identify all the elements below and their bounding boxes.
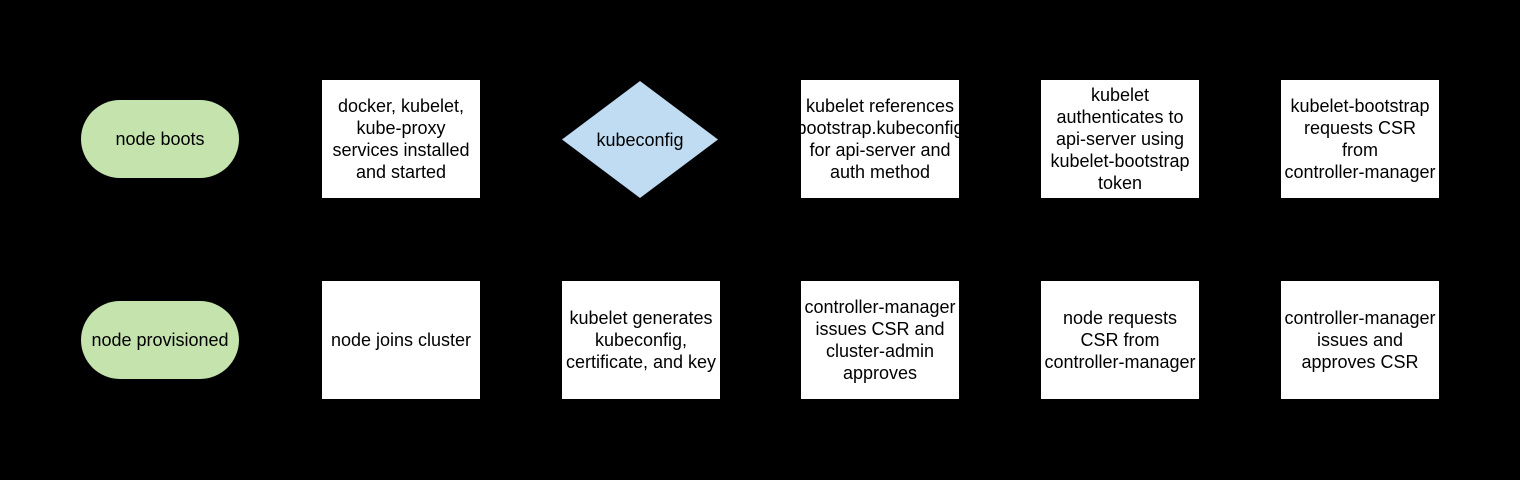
process-kubelet-bootstrap-requests-csr: kubelet-bootstrap requests CSR from cont…: [1281, 80, 1439, 198]
process-services-installed: docker, kubelet, kube-proxy services ins…: [322, 80, 480, 198]
node-label: kubelet references bootstrap.kubeconfig …: [796, 96, 964, 182]
decision-kubeconfig: kubeconfig: [562, 81, 718, 198]
node-label: controller-manager issues CSR and cluste…: [804, 297, 956, 383]
node-label: node requests CSR from controller-manage…: [1044, 308, 1196, 372]
process-kubelet-generates-kubeconfig: kubelet generates kubeconfig, certificat…: [562, 281, 720, 399]
node-label: docker, kubelet, kube-proxy services ins…: [332, 96, 470, 182]
terminal-node-boots: node boots: [81, 100, 239, 178]
node-label: kubelet-bootstrap requests CSR from cont…: [1284, 96, 1436, 182]
terminal-node-provisioned: node provisioned: [81, 301, 239, 379]
process-node-joins-cluster: node joins cluster: [322, 281, 480, 399]
node-label: node provisioned: [91, 330, 229, 350]
process-kubelet-references-bootstrap-kubeconfig: kubelet references bootstrap.kubeconfig …: [796, 80, 964, 198]
process-node-requests-csr: node requests CSR from controller-manage…: [1041, 281, 1199, 399]
node-label: node boots: [115, 129, 205, 149]
node-label: kubelet generates kubeconfig, certificat…: [565, 308, 717, 372]
node-label: kubelet authenticates to api-server usin…: [1050, 85, 1190, 193]
node-label: node joins cluster: [330, 330, 472, 350]
process-controller-manager-issues-and-approves-csr: controller-manager issues and approves C…: [1281, 281, 1439, 399]
node-label: controller-manager issues and approves C…: [1284, 308, 1436, 372]
process-kubelet-authenticates: kubelet authenticates to api-server usin…: [1041, 80, 1199, 198]
node-label: kubeconfig: [596, 129, 684, 150]
process-controller-manager-issues-csr-cluster-admin-approves: controller-manager issues CSR and cluste…: [801, 281, 959, 399]
